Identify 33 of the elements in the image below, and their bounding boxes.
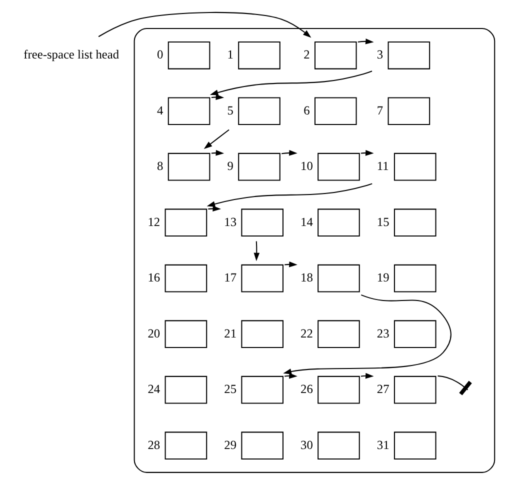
node-label: 11 xyxy=(376,159,389,174)
node-label: 31 xyxy=(376,438,390,452)
node-label: 22 xyxy=(300,326,313,340)
node-label: 29 xyxy=(224,438,237,452)
node-label: 26 xyxy=(300,382,313,396)
node-label: 12 xyxy=(148,214,160,229)
node-label: 27 xyxy=(376,382,390,396)
node-label: 17 xyxy=(224,270,237,285)
node-label: 4 xyxy=(157,103,164,118)
node-label: 21 xyxy=(224,326,237,340)
node-label: 13 xyxy=(224,214,237,229)
node-label: 14 xyxy=(300,214,313,229)
node-label: 3 xyxy=(376,48,384,62)
node-label: 28 xyxy=(148,438,160,452)
node-label: 24 xyxy=(148,382,160,396)
node-label: 1 xyxy=(227,48,234,62)
node-label: 30 xyxy=(300,438,313,452)
node-label: 6 xyxy=(304,103,310,118)
node-text: free-space list head xyxy=(24,48,120,62)
node-label: 18 xyxy=(300,270,313,285)
node-label: 15 xyxy=(376,214,390,229)
node-label: 23 xyxy=(376,326,390,340)
node-label: 9 xyxy=(227,159,234,174)
node-label: 8 xyxy=(157,159,164,174)
node-label: 16 xyxy=(148,270,160,285)
node-label: 10 xyxy=(300,159,313,174)
node-label: 5 xyxy=(227,103,234,118)
node-label: 20 xyxy=(148,326,160,340)
node-label: 25 xyxy=(224,382,237,396)
node-label: 2 xyxy=(304,48,310,62)
node-label: 7 xyxy=(376,103,384,118)
node-label: 19 xyxy=(376,270,390,285)
node-label: 0 xyxy=(157,48,164,62)
